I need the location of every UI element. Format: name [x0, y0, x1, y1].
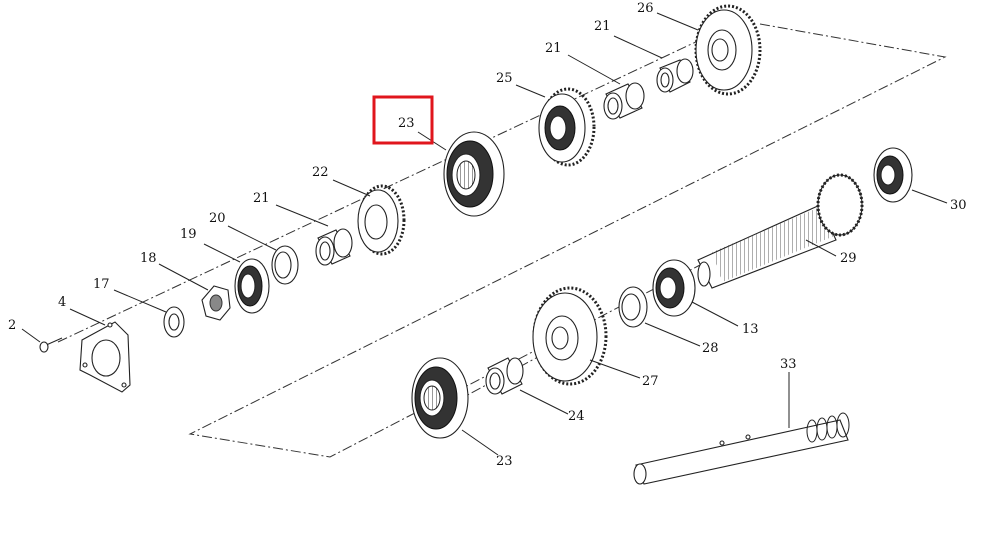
callout-30: 30: [950, 198, 967, 213]
callout-18: 18: [140, 251, 157, 266]
part-30-bearing: [873, 147, 913, 203]
part-21-sleeve-middle: [603, 82, 645, 120]
part-13-bearing: [652, 259, 696, 317]
part-27-gear: [532, 286, 608, 386]
leader-lines: [21, 12, 948, 456]
part-29-splined-shaft: [697, 173, 864, 289]
part-21-sleeve-lower: [315, 228, 353, 266]
callout-19: 19: [180, 227, 197, 242]
callout-21: 21: [545, 41, 562, 56]
callout-20: 20: [209, 211, 226, 226]
part-28-ring: [618, 286, 648, 328]
part-26-gear: [694, 4, 762, 96]
callout-25: 25: [496, 71, 513, 86]
callout-29: 29: [840, 251, 857, 266]
callout-22: 22: [312, 165, 329, 180]
callout-24: 24: [568, 409, 585, 424]
callout-27: 27: [642, 374, 659, 389]
callout-labels: 26 21 21 25 23 22 21 20 19 18 17 4 2 30 …: [8, 1, 967, 469]
part-2-bolt: [39, 337, 63, 353]
callout-23-highlighted: 23: [398, 116, 415, 131]
part-24-sleeve: [485, 357, 524, 395]
callout-13: 13: [742, 322, 759, 337]
callout-2: 2: [8, 318, 16, 333]
part-4-cover-plate: [79, 321, 131, 393]
part-23-synchronizer-upper: [443, 131, 505, 217]
callout-21: 21: [594, 19, 611, 34]
part-18-nut: [201, 285, 231, 321]
part-25-gear: [538, 87, 596, 167]
callout-26: 26: [637, 1, 654, 16]
part-33-shift-rod: [633, 412, 850, 485]
part-23-synchronizer-lower: [411, 357, 469, 439]
part-17-washer: [163, 306, 185, 338]
callout-23: 23: [496, 454, 513, 469]
callout-28: 28: [702, 341, 719, 356]
callout-17: 17: [93, 277, 110, 292]
part-19-bearing: [234, 258, 270, 314]
part-22-gear: [357, 184, 406, 256]
callout-4: 4: [58, 295, 66, 310]
callout-21: 21: [253, 191, 270, 206]
callout-33: 33: [780, 357, 797, 372]
part-21-sleeve-upper: [656, 58, 694, 93]
highlight-box: [372, 95, 434, 145]
part-20-ring: [271, 245, 299, 285]
